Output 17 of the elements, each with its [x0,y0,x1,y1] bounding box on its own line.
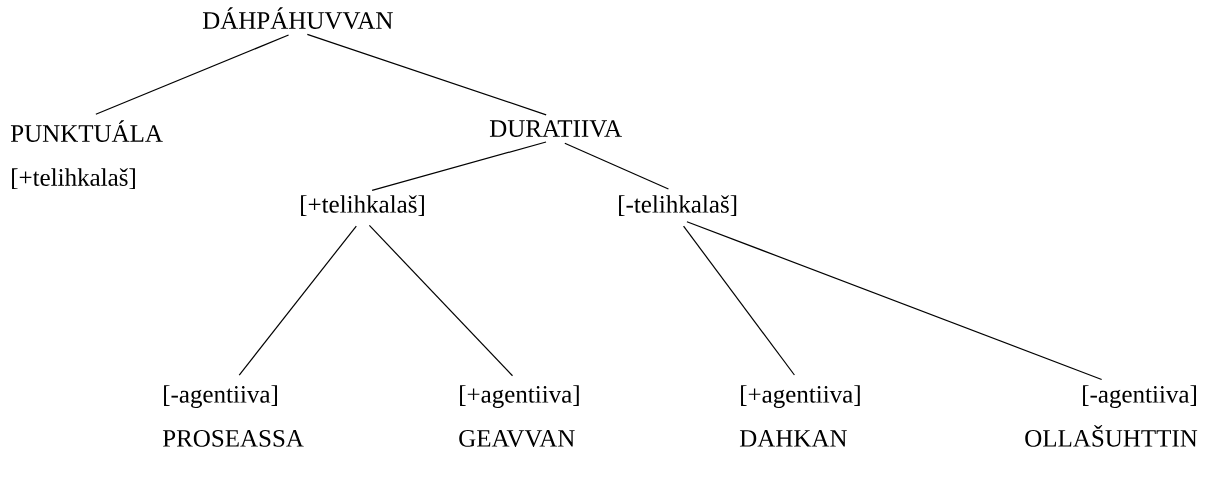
tree-branch [564,142,670,190]
tree-branch [371,141,547,191]
tree-branch [306,33,547,116]
tree-node-label: [+agentiiva] DAHKAN [739,385,860,447]
tree-branch [682,225,795,376]
tree-branch [368,224,514,377]
tree-node-label: [-agentiiva] OLLAŠUHTTIN [1025,385,1198,447]
tree-node-label: [+agentiiva] GEAVVAN [459,385,579,447]
tree-label: [+telihkalaš] [301,195,424,216]
tree-branch [686,221,1103,381]
tree-branch [238,225,357,376]
tree-label: DÁHPÁHUVVAN [202,7,393,30]
tree-node-label: PUNKTUÁLA [+telihkalaš] [10,120,163,189]
tree-label: [-telihkalaš] [619,195,737,216]
tree-label: DURATIIVA [489,120,622,138]
tree-node-label: [-agentiiva] PROSEASSA [162,385,304,447]
tree-branch [95,34,290,115]
